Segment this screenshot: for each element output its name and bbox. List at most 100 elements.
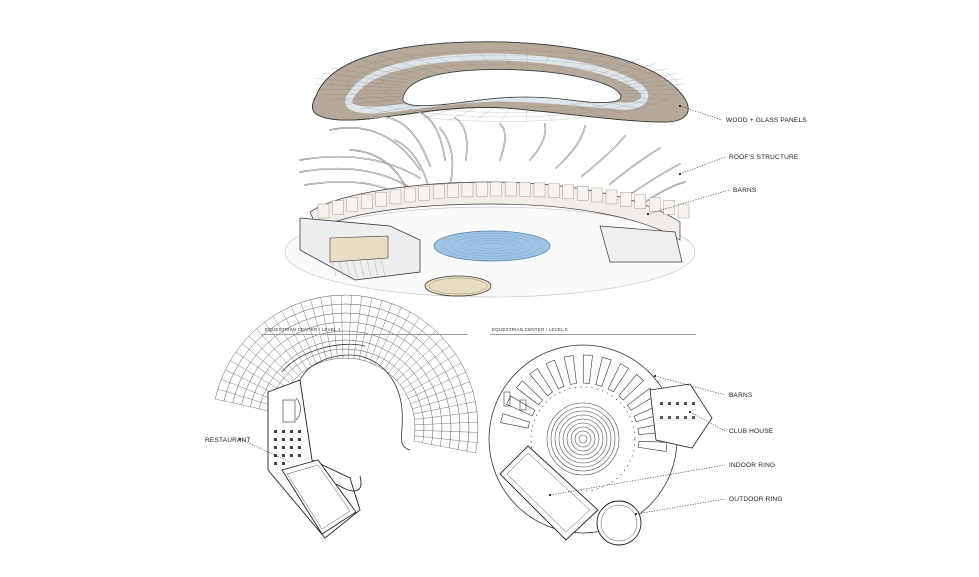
roof-panel-rib <box>621 83 686 89</box>
indoor-arena-plan-inset <box>506 452 591 533</box>
roof-panel-ring <box>331 50 679 122</box>
restaurant-table <box>298 454 301 457</box>
roof-structure-arc-highlight <box>639 181 686 207</box>
roof-grid-rib <box>215 398 277 413</box>
indoor-ring-contour <box>442 233 542 259</box>
roof-grid-rib <box>272 316 308 370</box>
barn-stall-plan <box>506 395 536 417</box>
facade-mullion <box>331 261 337 277</box>
restaurant-table <box>290 446 293 449</box>
roof-grid-rib <box>330 295 338 359</box>
restaurant-table <box>290 430 293 433</box>
barn-stall <box>332 200 344 215</box>
roof-panel-rib <box>571 102 601 117</box>
callout-indoor-ring: INDOOR RING <box>729 462 776 469</box>
barn-stall-plan <box>582 354 593 384</box>
roof-structure-arc-highlight <box>609 147 661 185</box>
barn-stall <box>404 187 416 203</box>
club-furniture <box>684 402 687 405</box>
barn-stall <box>548 183 560 198</box>
indoor-ring-plan-contour <box>578 434 588 444</box>
roof-panel-rib <box>447 47 482 71</box>
roof-structure-arc <box>627 163 681 197</box>
roof-grid-rib <box>414 435 478 443</box>
roof-panel-rib <box>322 73 407 84</box>
roof-panel-rib <box>583 101 622 113</box>
restaurant-table <box>282 446 285 449</box>
roof-grid-rib <box>403 353 456 390</box>
barn-stall <box>490 181 502 197</box>
barn-stall <box>505 181 517 197</box>
plan-level-1 <box>214 294 479 539</box>
roof-structure-arc-highlight <box>329 127 421 171</box>
indoor-ring-plan-contour <box>562 418 604 460</box>
indoor-arena-floor <box>329 235 389 263</box>
club-furniture <box>668 416 671 419</box>
facade-mullion <box>345 261 351 277</box>
roof-structure-arc <box>609 147 661 185</box>
roof-panel-rib <box>526 105 528 122</box>
roof-grid-rib <box>320 297 333 360</box>
roof-grid-rib <box>410 381 470 404</box>
outdoor-ring-axo-inner <box>428 277 488 295</box>
barn-stall <box>433 184 445 200</box>
roof-structure-arc <box>581 135 626 177</box>
plan-level-0 <box>488 344 713 546</box>
entry-stair <box>519 399 527 411</box>
club-furniture <box>692 416 695 419</box>
roof-grid-rib <box>264 322 303 373</box>
facade-mullion <box>352 260 358 277</box>
leader-line <box>647 189 730 215</box>
roof-grid-rib <box>388 323 428 374</box>
indoor-ring-axo <box>433 230 551 262</box>
barn-stall <box>649 197 661 212</box>
roof-grid-rib <box>374 307 402 365</box>
restaurant-table <box>274 462 277 465</box>
roof-panel-rib <box>620 78 684 86</box>
barn-stall <box>634 194 646 209</box>
callout-roof-structure: ROOF'S STRUCTURE <box>729 154 799 161</box>
barn-stall <box>663 200 675 215</box>
roof-panel-rib <box>399 51 453 74</box>
leader-line <box>679 105 723 121</box>
caption-level-0: EQUESTRIAN CENTER / LEVEL 0 <box>492 327 568 332</box>
barn-stall <box>375 191 387 207</box>
roof-outline <box>312 41 689 123</box>
barn-stall-plan <box>618 373 644 401</box>
caption-level-1: EQUESTRIAN CENTER / LEVEL 1 <box>265 327 341 332</box>
roof-grid-rib <box>235 351 288 389</box>
callout-wood-glass-panels: WOOD + GLASS PANELS <box>726 117 807 124</box>
facade-mullion <box>380 259 386 277</box>
roof-structure-arc <box>454 117 468 161</box>
barn-stall <box>605 189 618 205</box>
roof-panel-rib <box>316 89 404 91</box>
restaurant-table <box>282 430 285 433</box>
level1-outer-wall <box>281 343 366 373</box>
outdoor-ring-plan-inner <box>600 504 638 542</box>
roof-grid-rib <box>414 421 478 426</box>
club-furniture <box>692 402 695 405</box>
roof-panel-rib <box>316 78 404 86</box>
roof-grid-rib <box>405 362 462 394</box>
entry-stair <box>503 391 511 407</box>
barn-stall <box>677 203 690 219</box>
barn-stall <box>346 197 358 212</box>
indoor-ring-plan-contour <box>574 430 592 448</box>
club-furniture <box>660 402 663 405</box>
roof-panel-ring <box>347 54 663 118</box>
indoor-arena-inset <box>286 464 351 530</box>
caption-rule-level-0 <box>490 334 696 335</box>
club-furniture <box>676 416 679 419</box>
club-furniture <box>684 416 687 419</box>
leader-dot <box>634 512 638 516</box>
indoor-ring-contour <box>451 235 533 257</box>
level1-inner-wall <box>299 354 411 451</box>
barn-stall <box>389 189 402 205</box>
callout-barns-axo: BARNS <box>733 187 757 194</box>
axonometric-view <box>284 41 696 298</box>
barn-stall <box>577 186 589 201</box>
indoor-arena-plan <box>499 445 599 541</box>
restaurant-table <box>282 438 285 441</box>
